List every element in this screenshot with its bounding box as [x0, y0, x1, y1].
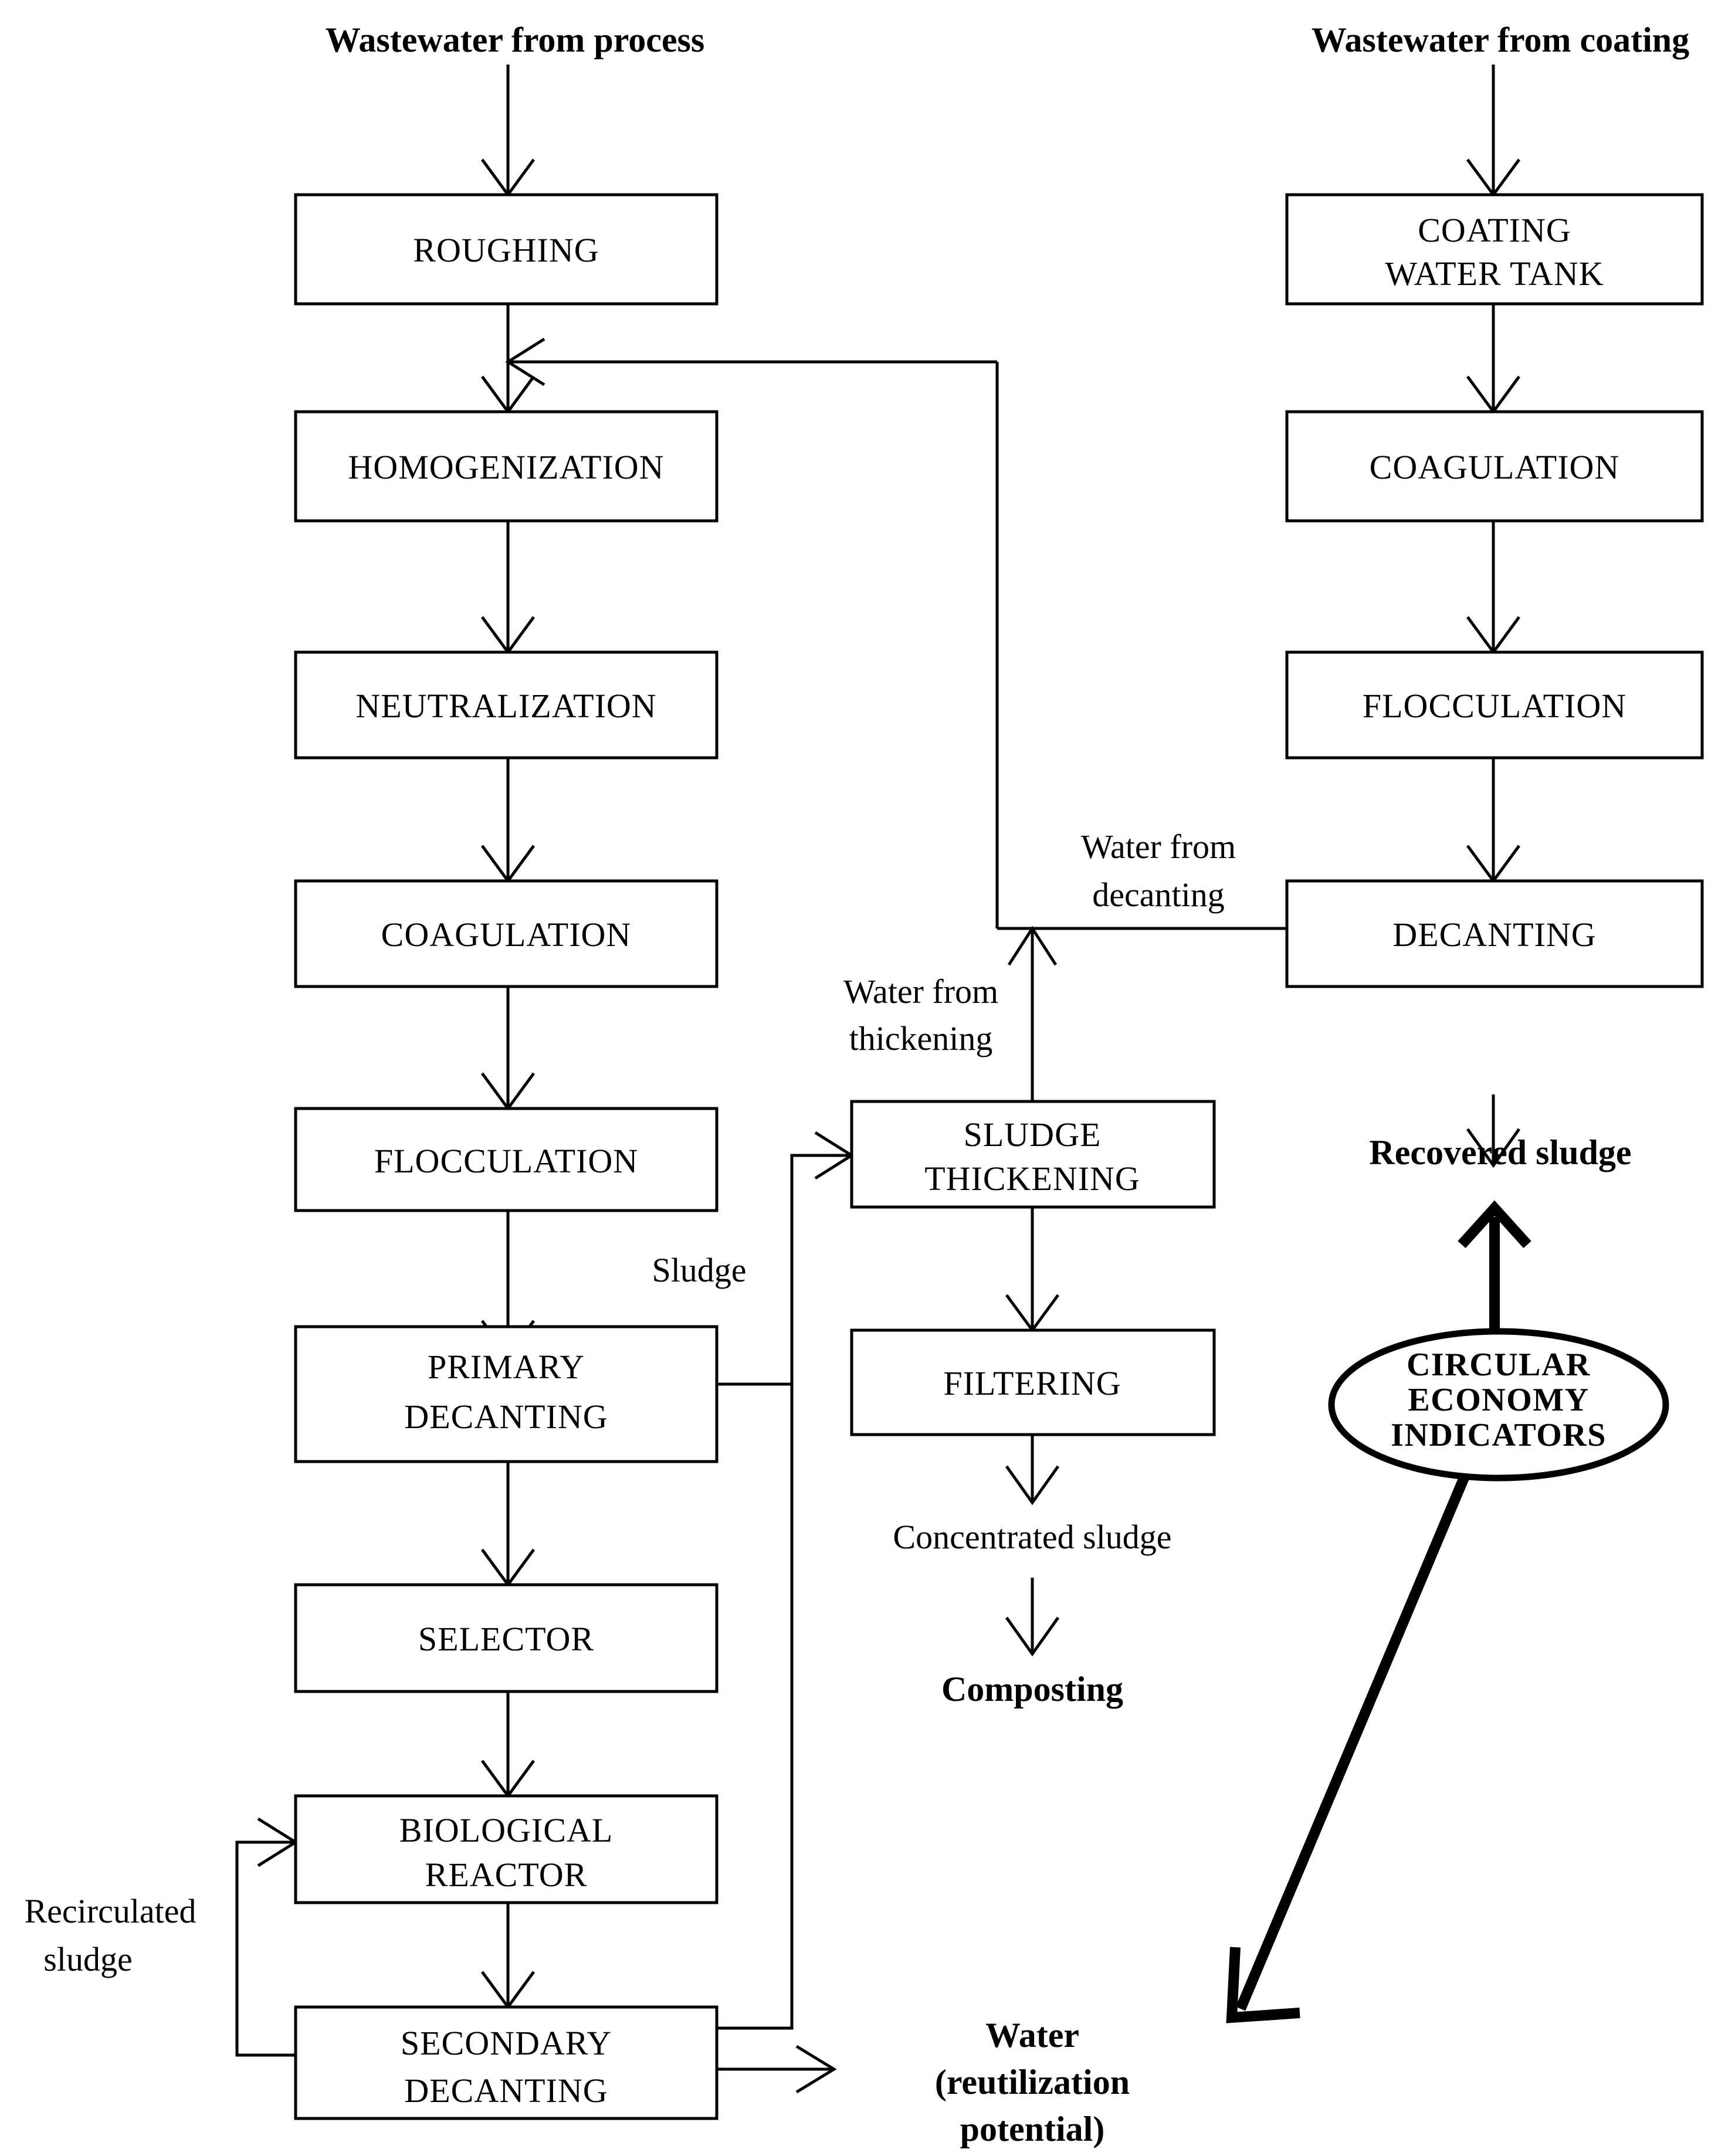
connector-input-process-to-roughing — [480, 65, 536, 198]
box-selector-label: SELECTOR — [418, 1620, 594, 1658]
edge-label-recirculated-sludge-2: sludge — [43, 1940, 132, 1978]
connector-neutralization-to-coagulation — [480, 757, 536, 884]
connector-water-return-to-homogenization — [505, 337, 999, 928]
box-coagulation-left[interactable]: COAGULATION — [294, 879, 719, 988]
connector-indicators-to-recovered-sludge — [1458, 1200, 1531, 1343]
input-label-wastewater-from-process: Wastewater from process — [326, 21, 705, 59]
connector-coagulation-right-to-flocculation-right — [1466, 520, 1521, 655]
box-flocculation-left[interactable]: FLOCCULATION — [294, 1107, 719, 1212]
edge-label-water-from-decanting-2: decanting — [1092, 876, 1224, 914]
edge-label-water-from-thickening-1: Water from — [843, 972, 998, 1011]
oval-label-line-3: INDICATORS — [1391, 1417, 1607, 1453]
output-label-composting: Composting — [941, 1670, 1123, 1708]
connector-decanting-right-to-recovered-sludge — [1466, 1094, 1521, 1168]
box-secondary-decanting[interactable]: SECONDARY DECANTING — [294, 2005, 719, 2120]
connector-secondary-decanting-to-thickening-line — [717, 1384, 794, 2030]
output-label-water-3: potential) — [960, 2110, 1105, 2148]
box-roughing[interactable]: ROUGHING — [294, 193, 719, 306]
box-flocculation-right-label: FLOCCULATION — [1363, 687, 1626, 725]
circular-economy-indicators-oval[interactable]: CIRCULAR ECONOMY INDICATORS — [1328, 1328, 1669, 1482]
edge-label-sludge: Sludge — [652, 1251, 746, 1289]
connector-indicators-to-water-output — [1226, 1462, 1475, 2023]
box-coating-water-tank[interactable]: COATING WATER TANK — [1285, 193, 1704, 306]
box-sludge-thickening-label-1: SLUDGE — [964, 1116, 1102, 1154]
box-flocculation-right[interactable]: FLOCCULATION — [1285, 650, 1704, 760]
box-roughing-label: ROUGHING — [413, 231, 599, 269]
box-coagulation-right-label: COAGULATION — [1370, 448, 1620, 486]
box-selector[interactable]: SELECTOR — [294, 1583, 719, 1693]
connector-sludge-thickening-to-filtering — [1005, 1206, 1060, 1333]
box-decanting-right[interactable]: DECANTING — [1285, 879, 1704, 988]
oval-label-line-1: CIRCULAR — [1407, 1347, 1591, 1383]
connector-homogenization-to-neutralization — [480, 520, 536, 655]
box-secondary-decanting-label-2: DECANTING — [404, 2072, 608, 2110]
connector-filtering-to-concentrated-sludge — [1005, 1433, 1060, 1506]
connector-coagulation-to-flocculation — [480, 985, 536, 1111]
connector-roughing-to-homogenization — [480, 303, 536, 415]
edge-label-concentrated-sludge: Concentrated sludge — [893, 1518, 1171, 1556]
edge-label-water-from-decanting-1: Water from — [1081, 828, 1236, 866]
connector-recirculated-sludge — [235, 1817, 299, 2057]
connector-concentrated-sludge-to-composting — [1005, 1578, 1060, 1657]
box-coating-water-tank-label-1: COATING — [1418, 211, 1571, 249]
box-neutralization-label: NEUTRALIZATION — [355, 687, 656, 725]
box-primary-decanting[interactable]: PRIMARY DECANTING — [294, 1325, 719, 1463]
box-neutralization[interactable]: NEUTRALIZATION — [294, 650, 719, 760]
box-sludge-thickening-label-2: THICKENING — [924, 1160, 1140, 1198]
box-filtering-label: FILTERING — [943, 1364, 1121, 1402]
box-filtering[interactable]: FILTERING — [850, 1328, 1216, 1436]
box-biological-reactor-label-2: REACTOR — [425, 1856, 588, 1894]
connector-flocculation-right-to-decanting-right — [1466, 757, 1521, 884]
box-secondary-decanting-label-1: SECONDARY — [401, 2024, 612, 2062]
box-decanting-right-label: DECANTING — [1392, 916, 1596, 954]
connector-thickening-water-up — [1007, 926, 1058, 1101]
box-coagulation-right[interactable]: COAGULATION — [1285, 410, 1704, 523]
box-biological-reactor-label-1: BIOLOGICAL — [399, 1811, 613, 1849]
edge-label-water-from-thickening-2: thickening — [849, 1019, 993, 1057]
output-label-water-1: Water — [985, 2016, 1079, 2055]
box-homogenization[interactable]: HOMOGENIZATION — [294, 410, 719, 523]
box-sludge-thickening[interactable]: SLUDGE THICKENING — [850, 1100, 1216, 1209]
connector-biological-reactor-to-secondary-decanting — [480, 1900, 536, 2010]
output-label-recovered-sludge: Recovered sludge — [1369, 1133, 1631, 1172]
box-primary-decanting-label-2: DECANTING — [404, 1398, 608, 1436]
connector-input-coating-to-tank — [1466, 65, 1521, 198]
box-coagulation-left-label: COAGULATION — [381, 916, 632, 954]
box-primary-decanting-label-1: PRIMARY — [428, 1348, 585, 1386]
box-biological-reactor[interactable]: BIOLOGICAL REACTOR — [294, 1794, 719, 1904]
oval-label-line-2: ECONOMY — [1408, 1382, 1589, 1418]
box-coating-water-tank-label-2: WATER TANK — [1385, 255, 1604, 293]
connector-secondary-decanting-to-water-output — [717, 2045, 837, 2094]
box-homogenization-label: HOMOGENIZATION — [348, 448, 664, 486]
connector-tank-to-coagulation-right — [1466, 303, 1521, 415]
edge-label-recirculated-sludge-1: Recirculated — [24, 1892, 196, 1930]
output-label-water-2: (reutilization — [935, 2063, 1130, 2101]
input-label-wastewater-from-coating: Wastewater from coating — [1312, 21, 1689, 59]
connector-selector-to-biological-reactor — [480, 1690, 536, 1799]
connector-primary-decanting-to-selector — [480, 1460, 536, 1588]
box-flocculation-left-label: FLOCCULATION — [374, 1142, 638, 1180]
